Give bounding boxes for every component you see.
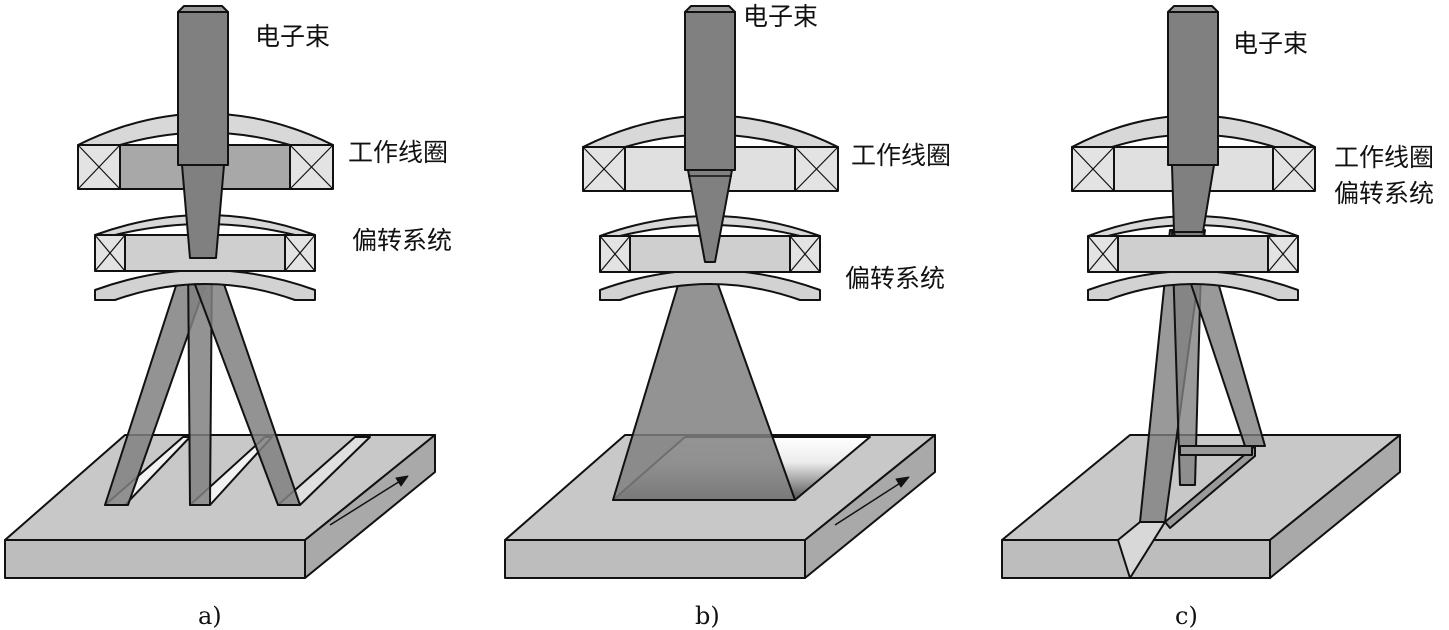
beam-cap [177, 5, 229, 13]
beam-focus [181, 164, 225, 259]
feed-arrowhead [395, 475, 409, 487]
label-work-coil: 工作线圈 [348, 138, 449, 167]
label-beam: 电子束 [255, 22, 331, 51]
beam-cap [1167, 5, 1219, 13]
label-beam: 电子束 [743, 2, 819, 31]
workpiece-side [804, 434, 936, 579]
beam-column [1167, 11, 1219, 166]
label-work-coil: 工作线圈 [1334, 143, 1435, 172]
caption-a: a) [198, 602, 222, 630]
caption-b: b) [695, 602, 720, 630]
label-deflection: 偏转系统 [352, 226, 453, 255]
workpiece-side [1269, 434, 1401, 579]
workpiece-front [4, 539, 306, 579]
beam-fan [612, 261, 796, 501]
feed-arrow [834, 479, 906, 526]
feed-arrow [329, 477, 406, 526]
panel-a-drawing [4, 5, 436, 579]
workpiece-side [304, 434, 436, 579]
beam-column [177, 11, 229, 166]
panel-c-drawing [1001, 5, 1401, 579]
beam-column [684, 11, 736, 171]
panel-a: 电子束 工作线圈 偏转系统 a) [0, 0, 480, 630]
label-deflection: 偏转系统 [1334, 179, 1435, 208]
caption-c: c) [1175, 602, 1198, 630]
panel-c: 电子束 工作线圈 偏转系统 c) [990, 0, 1449, 630]
label-deflection: 偏转系统 [845, 264, 946, 293]
panel-b: 电子束 工作线圈 偏转系统 b) [495, 0, 975, 630]
workpiece-front [504, 539, 806, 579]
deflection-ring-band [1107, 235, 1279, 273]
label-beam: 电子束 [1233, 29, 1309, 58]
weld-seam [1164, 445, 1256, 529]
beam-cap [684, 5, 736, 13]
label-work-coil: 工作线圈 [851, 141, 952, 170]
feed-arrowhead [895, 476, 910, 488]
panel-b-drawing [504, 5, 936, 579]
beam-offset-block [1179, 445, 1253, 456]
deflection-plate-lower [94, 269, 316, 301]
